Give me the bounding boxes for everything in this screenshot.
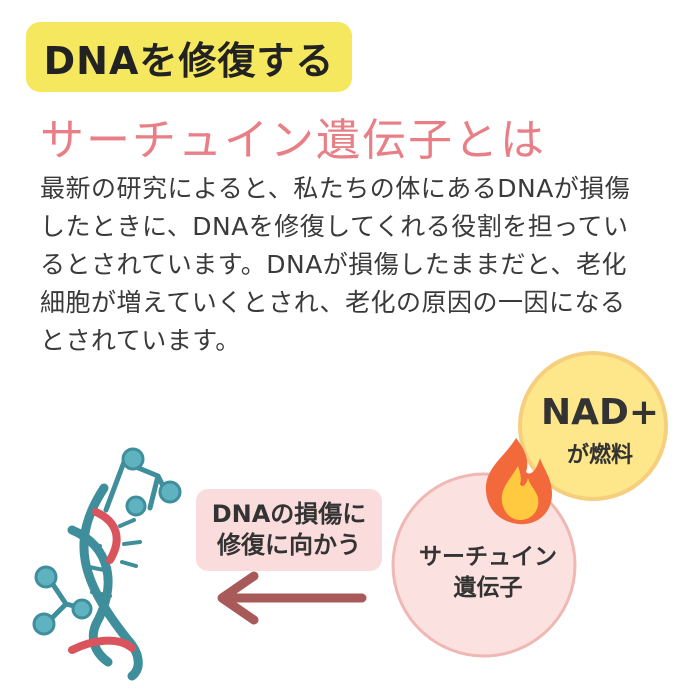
nad-label: NAD+ [540, 392, 660, 433]
nad-fuel-label: が燃料 [566, 443, 633, 468]
body-paragraph: 最新の研究によると、私たちの体にあるDNAが損傷 したときに、DNAを修復してく… [40, 170, 670, 360]
repair-label-line-2: 修復に向かう [217, 531, 361, 559]
repair-label-box: DNAの損傷に 修復に向かう [196, 489, 382, 571]
nad-circle [518, 351, 668, 501]
arrow-left-icon [217, 571, 367, 625]
repair-label-line-1: DNAの損傷に [211, 499, 367, 528]
fire-icon [485, 438, 552, 525]
body-line: したときに、DNAを修復してくれる役割を担ってい [40, 212, 629, 241]
sirtuin-label-line-2: 遺伝子 [453, 575, 523, 601]
page-title: サーチュイン遺伝子とは [40, 115, 546, 166]
body-line: 最新の研究によると、私たちの体にあるDNAが損傷 [40, 174, 631, 203]
body-line: とされています。 [40, 326, 241, 355]
topic-tag: DNAを修復する [26, 22, 352, 92]
body-line: 細胞が増えていくとされ、老化の原因の一因になる [40, 288, 626, 317]
body-line: るとされています。DNAが損傷したままだと、老化 [40, 250, 628, 279]
topic-tag-label: DNAを修復する [43, 38, 335, 83]
sirtuin-label-line-1: サーチュイン [419, 544, 557, 570]
dna-icon [32, 447, 182, 681]
